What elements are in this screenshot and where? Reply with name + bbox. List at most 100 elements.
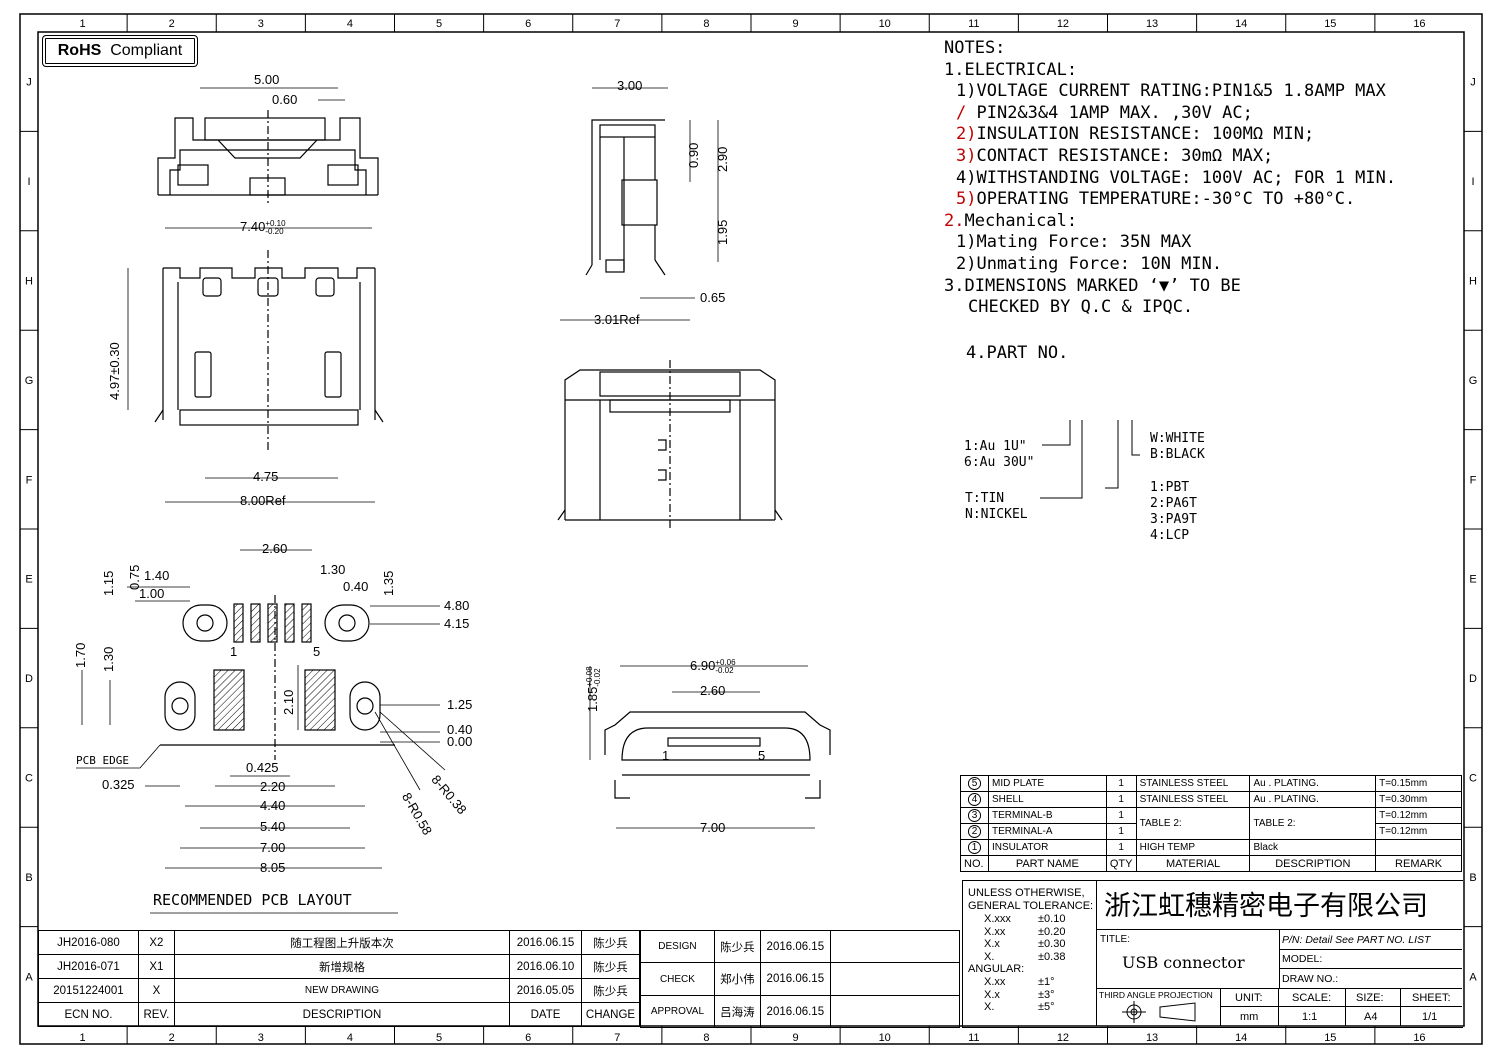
pcb-dim-1-70: 1.70 (73, 642, 88, 668)
grid-col-label: 3 (258, 18, 264, 30)
rear-view (557, 360, 783, 530)
pn-divider (1279, 949, 1462, 950)
grid-row-label: G (1469, 375, 1478, 387)
grid-row-label: H (1469, 276, 1477, 288)
grid-col-label: 12 (1057, 1032, 1069, 1044)
grid-col-label: 2 (169, 18, 175, 30)
dim-4-97: 4.97±0.30 (107, 342, 122, 400)
pcb-dim-4-80: 4.80 (444, 598, 470, 613)
pcb-dim-1-30: 1.30 (320, 562, 346, 577)
title-label: TITLE: (1100, 934, 1131, 945)
scale-value: 1:1 (1302, 1011, 1318, 1023)
unit-divider (1220, 1006, 1462, 1007)
notes-line-6: 5)OPERATING TEMPERATURE:-30°C TO +80°C. (956, 189, 1356, 210)
grid-row-label: E (1469, 574, 1476, 586)
dim-4-75: 4.75 (253, 469, 279, 484)
dim-1-95: 1.95 (715, 219, 730, 245)
rohs-badge: RoHS Compliant (42, 35, 198, 67)
grid-row-label: C (1469, 773, 1477, 785)
pcb-dim-0-425: 0.425 (246, 760, 279, 775)
draw-no-label: DRAW NO.: (1282, 973, 1339, 985)
grid-col-label: 16 (1413, 1032, 1425, 1044)
grid-col-label: 6 (525, 18, 531, 30)
grid-row-label: A (25, 971, 33, 983)
dim-0-60: 0.60 (272, 92, 298, 107)
front-pin-1: 1 (662, 748, 670, 763)
grid-col-label: 10 (879, 1032, 891, 1044)
size-value: A4 (1364, 1011, 1378, 1023)
grid-col-label: 7 (614, 18, 620, 30)
col-divider-1 (1220, 988, 1221, 1026)
grid-row-label: B (25, 872, 32, 884)
projection-symbol-icon (1122, 1001, 1196, 1023)
grid-col-label: 7 (614, 1032, 620, 1044)
grid-col-label: 1 (80, 18, 86, 30)
notes-line-3: 2)INSULATION RESISTANCE: 100MΩ MIN; (956, 124, 1315, 145)
grid-col-label: 9 (793, 18, 799, 30)
part-code-leaders (1040, 420, 1140, 499)
pcb-dim-1-25: 1.25 (447, 697, 473, 712)
pcb-dim-8-05: 8.05 (260, 860, 286, 875)
grid-row-label: I (1471, 176, 1474, 188)
grid-col-label: 10 (879, 18, 891, 30)
pcb-dim-1-30-v: 1.30 (101, 646, 116, 672)
grid-col-label: 4 (347, 1032, 353, 1044)
pcb-dim-1-40: 1.40 (144, 568, 170, 583)
dim-1-85: 1.85+0.08-0.02 (584, 666, 602, 712)
projection-label: THIRD ANGLE PROJECTION (1099, 990, 1213, 1000)
col-divider-4 (1400, 988, 1401, 1026)
pcb-dim-1-00: 1.00 (139, 586, 165, 601)
scale-label: SCALE: (1292, 992, 1332, 1004)
grid-row-label: E (25, 574, 32, 586)
dim-0-65: 0.65 (700, 290, 726, 305)
grid-row-label: C (25, 773, 33, 785)
grid-col-label: 15 (1324, 18, 1336, 30)
pcb-dim-1-35: 1.35 (381, 570, 396, 596)
notes-dimensions-2: CHECKED BY Q.C & IPQC. (968, 297, 1194, 318)
dim-3-01ref: 3.01Ref (594, 312, 640, 327)
notes-dimensions: 3.DIMENSIONS MARKED ‘▼’ TO BE (944, 275, 1241, 296)
pcb-dim-5-40: 5.40 (260, 819, 286, 834)
grid-row-label: F (26, 474, 33, 486)
pcb-pin-1: 1 (230, 644, 238, 659)
pcb-dim-4-40: 4.40 (260, 798, 286, 813)
pcb-layout (160, 595, 395, 760)
notes-part-no: 4.PART NO. (966, 342, 1069, 363)
grid-row-label: J (26, 77, 32, 89)
grid-row-label: F (1470, 474, 1477, 486)
size-label: SIZE: (1356, 992, 1384, 1004)
pcb-dim-0-40-r: 0.40 (447, 722, 473, 737)
dim-7-00-front: 7.00 (700, 820, 726, 835)
grid-col-label: 8 (703, 18, 709, 30)
dim-7-40: 7.40+0.10-0.20 (240, 218, 286, 236)
pcb-layout-title: RECOMMENDED PCB LAYOUT (153, 891, 352, 909)
dim-2-90: 2.90 (715, 146, 730, 172)
dim-6-90: 6.90+0.06-0.02 (690, 657, 736, 675)
notes-heading: NOTES: (944, 38, 1006, 58)
end-view (157, 110, 379, 205)
bottom-divider (1096, 988, 1462, 989)
grid-col-label: 14 (1235, 18, 1247, 30)
notes-mech-1: 1)Mating Force: 35N MAX (956, 232, 1192, 253)
grid-row-label: D (1469, 673, 1477, 685)
grid-col-label: 16 (1413, 18, 1425, 30)
model-divider (1279, 968, 1462, 969)
model-label: MODEL: (1282, 953, 1323, 965)
grid-col-label: 11 (968, 1032, 979, 1044)
unit-value: mm (1240, 1011, 1259, 1023)
dim-0-90: 0.90 (686, 142, 701, 168)
notes-block: NOTES: 1.ELECTRICAL: 1)VOLTAGE CURRENT R… (944, 38, 1396, 364)
sheet-value: 1/1 (1422, 1011, 1438, 1023)
